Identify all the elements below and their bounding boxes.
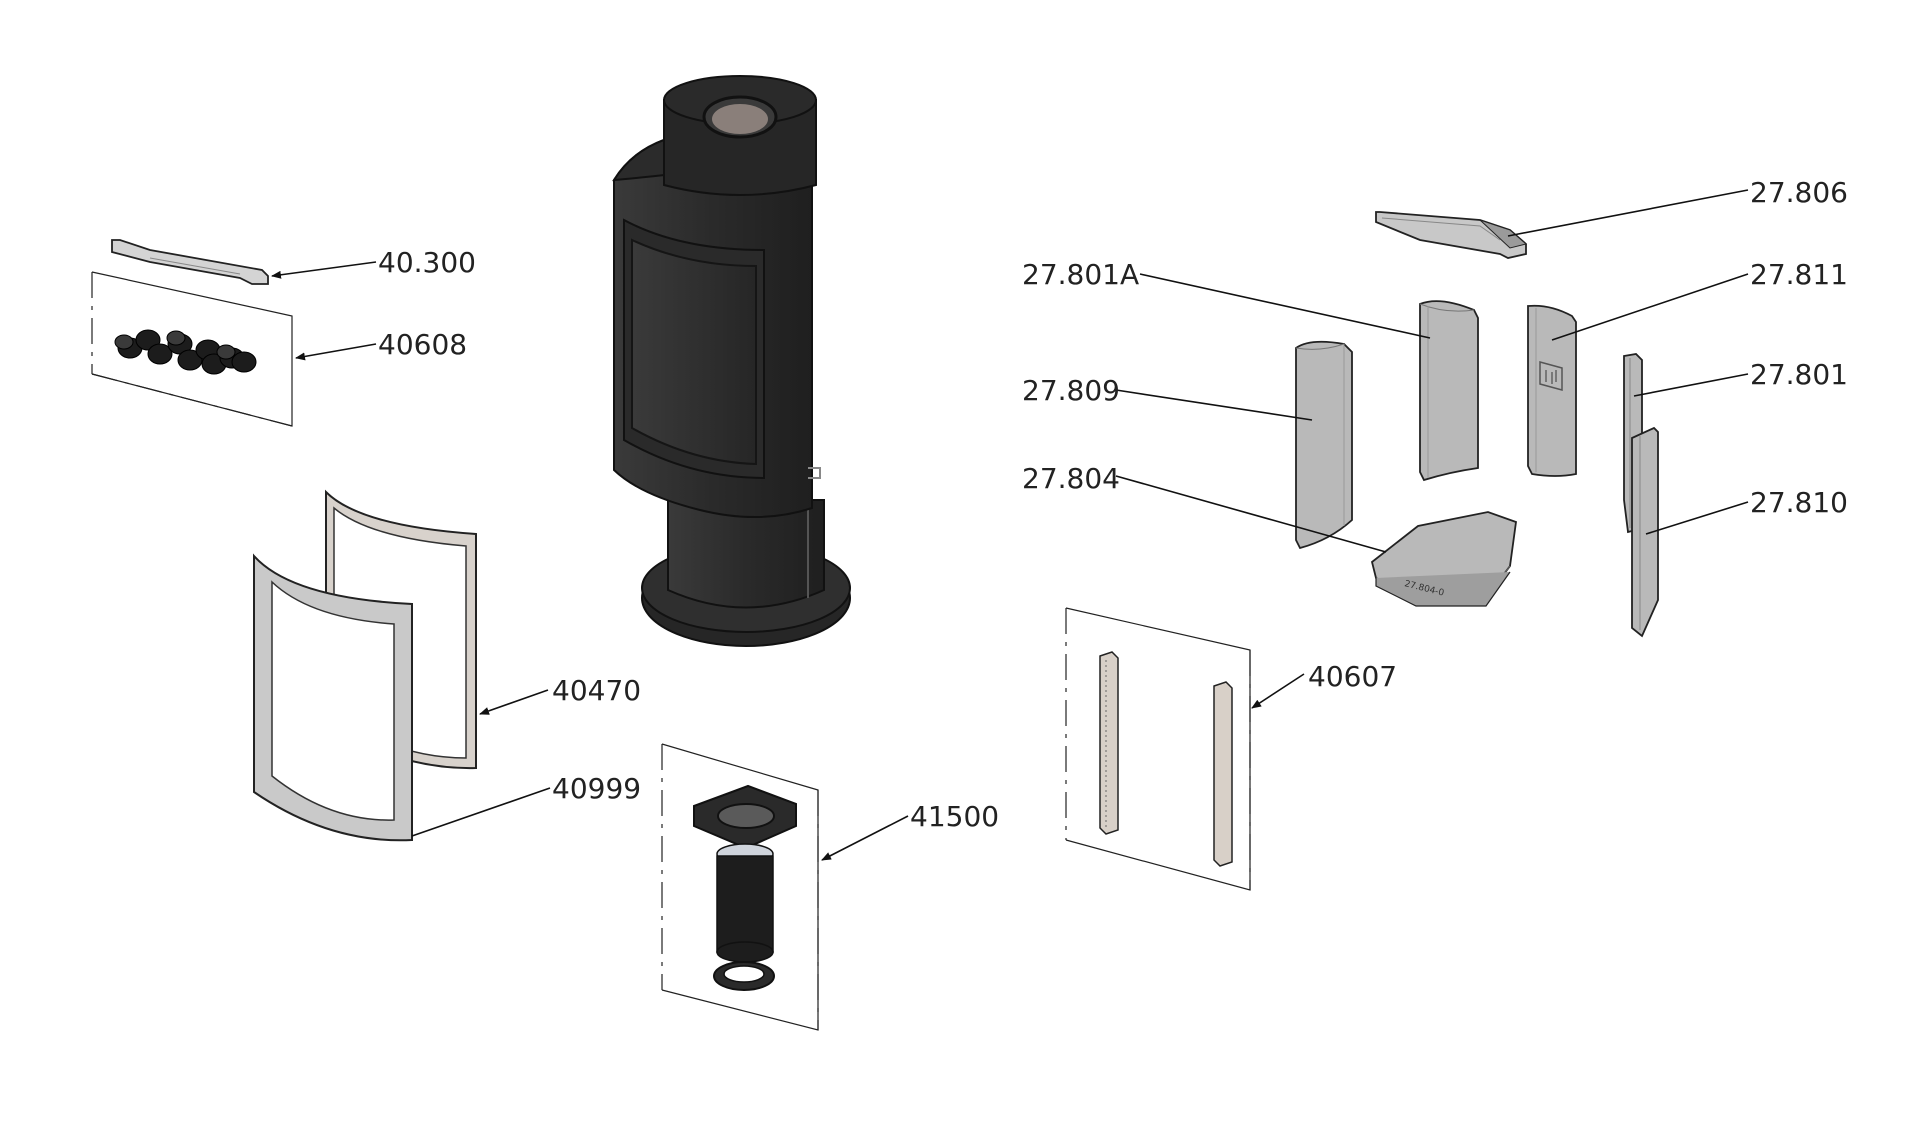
stove-pedestal [667,499,825,609]
label-27809: 27.809 [1022,374,1120,407]
part-40608-bolts-set [91,271,293,427]
leader-27804 [1115,475,1387,553]
leader-41500 [821,815,909,861]
part-40999-glass-frame [253,553,413,842]
stove-flue-collar [663,99,817,196]
bolts-group [114,329,257,375]
label-27806: 27.806 [1750,176,1848,209]
rail-left [1099,651,1119,835]
label-40999: 40999 [552,772,641,805]
part-27804-bottom-stone: 27.804-0 [1370,511,1517,607]
part-27810-front-stone [1631,426,1659,638]
label-27811: 27.811 [1750,258,1848,291]
leader-27801A [1139,273,1431,339]
part-labels: 40.300 40608 40470 40999 41500 27.806 27… [378,176,1848,833]
leader-40999 [411,787,551,837]
part-27801A-back-stone [1419,300,1479,482]
leader-27801 [1633,373,1749,397]
label-27801A: 27.801A [1022,258,1139,291]
leader-40607 [1251,673,1305,709]
label-40607: 40607 [1308,660,1397,693]
leader-40608 [295,343,377,361]
part-27806-baffle [1375,211,1528,259]
label-40470: 40470 [552,674,641,707]
stove-handle-icon [808,467,821,479]
part-40607-rails [1065,607,1251,891]
leader-27806 [1507,189,1749,237]
stove-body [612,75,851,647]
label-40608: 40608 [378,328,467,361]
leader-27810 [1645,501,1749,535]
part-27811-logo-stone [1527,304,1577,477]
label-27810: 27.810 [1750,486,1848,519]
label-27801: 27.801 [1750,358,1848,391]
leader-40300 [271,261,377,279]
leader-lines [271,189,1749,861]
rail-right [1213,681,1233,867]
leader-27809 [1115,389,1313,421]
part-41500-flue-kit [661,743,819,1031]
leader-27811 [1551,273,1749,341]
stove-glass [631,238,757,466]
label-41500: 41500 [910,800,999,833]
part-27809-side-stone [1295,340,1353,550]
leader-40470 [479,689,549,715]
part-40300-deflector [111,239,269,285]
label-27804: 27.804 [1022,462,1120,495]
brand-logo-icon [1539,361,1563,391]
label-40300: 40.300 [378,246,476,279]
